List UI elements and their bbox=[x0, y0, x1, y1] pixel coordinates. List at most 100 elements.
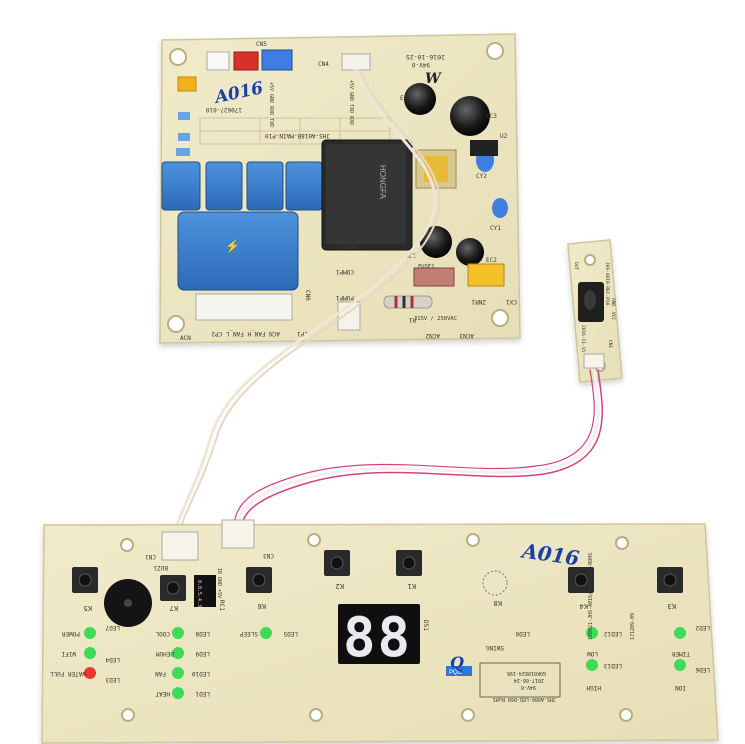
sticker-blue-1 bbox=[178, 112, 190, 120]
key-k3[interactable] bbox=[657, 567, 683, 593]
key-k7-label: K7 bbox=[170, 604, 178, 612]
key-k8[interactable] bbox=[482, 570, 508, 596]
label-led9: LED9 bbox=[195, 650, 210, 657]
display-date-label: 2017-08-24 bbox=[514, 677, 544, 683]
label-heat: HEAT bbox=[155, 690, 170, 697]
label-led5: LED5 bbox=[283, 630, 298, 637]
display-cn3-pins: IR GND +5V bbox=[216, 568, 222, 598]
label-led8: LED8 bbox=[195, 630, 210, 637]
key-k5-label: K5 bbox=[84, 604, 92, 612]
leds-mid bbox=[172, 627, 184, 699]
ir-receiver-board: JHS-A018-REC-P10 2016-11-15 OUT CN1 GND … bbox=[567, 239, 623, 383]
cp1-label: CP1 bbox=[297, 330, 308, 337]
main-date-label: 2016-10-25 bbox=[406, 53, 445, 61]
cn4-pins-label: +5V GND TXD RXD bbox=[348, 80, 354, 125]
cn5-pins-label: +5V GND RXD TXD bbox=[268, 82, 274, 127]
receiver-model-label: JHS-A018-REC-P10 bbox=[604, 262, 610, 306]
znr-label: ZNR1 bbox=[471, 298, 486, 305]
blue-cap-cy1 bbox=[492, 198, 508, 218]
led-ion bbox=[674, 659, 686, 671]
pqc-label: PQC bbox=[449, 670, 463, 676]
leds-left bbox=[84, 627, 96, 679]
display-connector-cn3 bbox=[221, 519, 255, 549]
relay-brand-label: HONGFA bbox=[378, 165, 387, 199]
cn4-label: CN4 bbox=[318, 61, 329, 68]
ec4-label: EC4 bbox=[400, 95, 411, 102]
display-rating-label: 94V-0 bbox=[521, 684, 536, 690]
key-k5[interactable] bbox=[72, 567, 98, 593]
main-control-board: CN4 +5V GND RXD TXD +5V GND TXD RXD 2016… bbox=[159, 33, 521, 344]
receiver-connector bbox=[583, 353, 605, 369]
blue-relay-row bbox=[161, 161, 323, 211]
led-high bbox=[586, 659, 598, 671]
display-handwritten-q: Q bbox=[450, 653, 464, 672]
ec2-label: EC2 bbox=[486, 257, 497, 264]
key-k7[interactable] bbox=[160, 575, 186, 601]
fuse-label: FUSE1 bbox=[418, 264, 435, 270]
display-model-label: JHS-A006-LED-D60 RoHS bbox=[493, 696, 556, 702]
connector-yellow bbox=[177, 76, 197, 92]
cy2-label: CY2 bbox=[476, 173, 487, 180]
key-k6-label: K6 bbox=[258, 602, 266, 610]
label-led0: LED0 bbox=[515, 630, 530, 637]
key-k6[interactable] bbox=[246, 567, 272, 593]
blue-film-capacitor: ⚡ bbox=[177, 211, 299, 291]
receiver-gnd-label: GND bbox=[610, 298, 616, 306]
rc1-module-text: 8.8.5.4.3 bbox=[196, 580, 202, 607]
label-led12: LED12 bbox=[604, 630, 622, 637]
comp-label: COMP1 bbox=[336, 268, 354, 275]
key-k4[interactable] bbox=[568, 567, 594, 593]
mounting-holes-display bbox=[120, 533, 633, 722]
connector-white-small bbox=[206, 51, 230, 71]
label-swing: SWING bbox=[486, 644, 504, 651]
seven-segment-display: 88 bbox=[338, 604, 420, 669]
label-cool: COOL bbox=[155, 630, 170, 637]
main-handwritten-w: W bbox=[425, 71, 442, 87]
label-timer: TIMER bbox=[672, 650, 690, 657]
svg-text:⚡: ⚡ bbox=[225, 239, 240, 253]
connector-cn4 bbox=[341, 53, 371, 71]
label-led10: LED10 bbox=[192, 670, 210, 677]
acn3-label: ACN3 bbox=[459, 332, 474, 339]
fan-labels: ACN FAN_H FAN_L CP2 bbox=[211, 330, 280, 337]
connector-blue bbox=[261, 49, 293, 71]
display-pcb-date: 171209-09 bbox=[630, 613, 636, 640]
display-led-board: CN1 CN3 IR GND +5V BUZ1 RC1 8.8.5.4.3 K5… bbox=[41, 519, 719, 744]
receiver-vcc-label: VCC bbox=[610, 312, 616, 320]
key-k8-label: K8 bbox=[494, 599, 502, 607]
connector-cp1-strip bbox=[195, 293, 293, 321]
electrolytic-capacitors bbox=[404, 83, 490, 266]
key-k2[interactable] bbox=[324, 550, 350, 576]
receiver-cn1-label: CN1 bbox=[607, 340, 613, 348]
key-k1[interactable] bbox=[396, 550, 422, 576]
key-k3-label: K3 bbox=[668, 602, 676, 610]
black-power-relay: HONGFA bbox=[321, 139, 413, 251]
cx1-label: CX1 bbox=[506, 298, 517, 305]
capacitor-rc1 bbox=[194, 575, 216, 607]
led-low bbox=[586, 627, 598, 639]
label-dehum: DEHUM bbox=[156, 650, 174, 657]
yellow-x-capacitor bbox=[467, 263, 505, 287]
receiver-out-label: OUT bbox=[573, 262, 579, 270]
display-connector-cn1 bbox=[161, 531, 199, 561]
receiver-date-label: 2016-11-15 bbox=[580, 325, 586, 352]
label-fan: FAN bbox=[155, 670, 166, 677]
resistor-r1 bbox=[383, 295, 433, 309]
label-low: LOW bbox=[587, 650, 598, 657]
cn6-label: CN6 bbox=[304, 290, 311, 301]
key-k4-label: K4 bbox=[580, 602, 588, 610]
led-sleep bbox=[260, 627, 272, 639]
display-code-label: GOK010824-196 bbox=[507, 670, 546, 676]
label-wifi: WIFI bbox=[61, 650, 76, 657]
pump-label: PUMP1 bbox=[336, 294, 354, 301]
display-pcb-code: 180021-JHS-A016/A009-LED-ROHS bbox=[588, 553, 594, 640]
u2-label: U2 bbox=[500, 133, 508, 140]
r1-label: R1 bbox=[408, 316, 416, 323]
acn2-label: ACN2 bbox=[425, 332, 440, 339]
rc1-label: RC1 bbox=[218, 600, 225, 611]
label-led4: LED4 bbox=[105, 656, 120, 663]
segment-digits: 88 bbox=[343, 606, 412, 669]
label-led2: LED2 bbox=[695, 624, 710, 631]
led-timer bbox=[674, 627, 686, 639]
mounting-holes-main bbox=[167, 42, 509, 333]
